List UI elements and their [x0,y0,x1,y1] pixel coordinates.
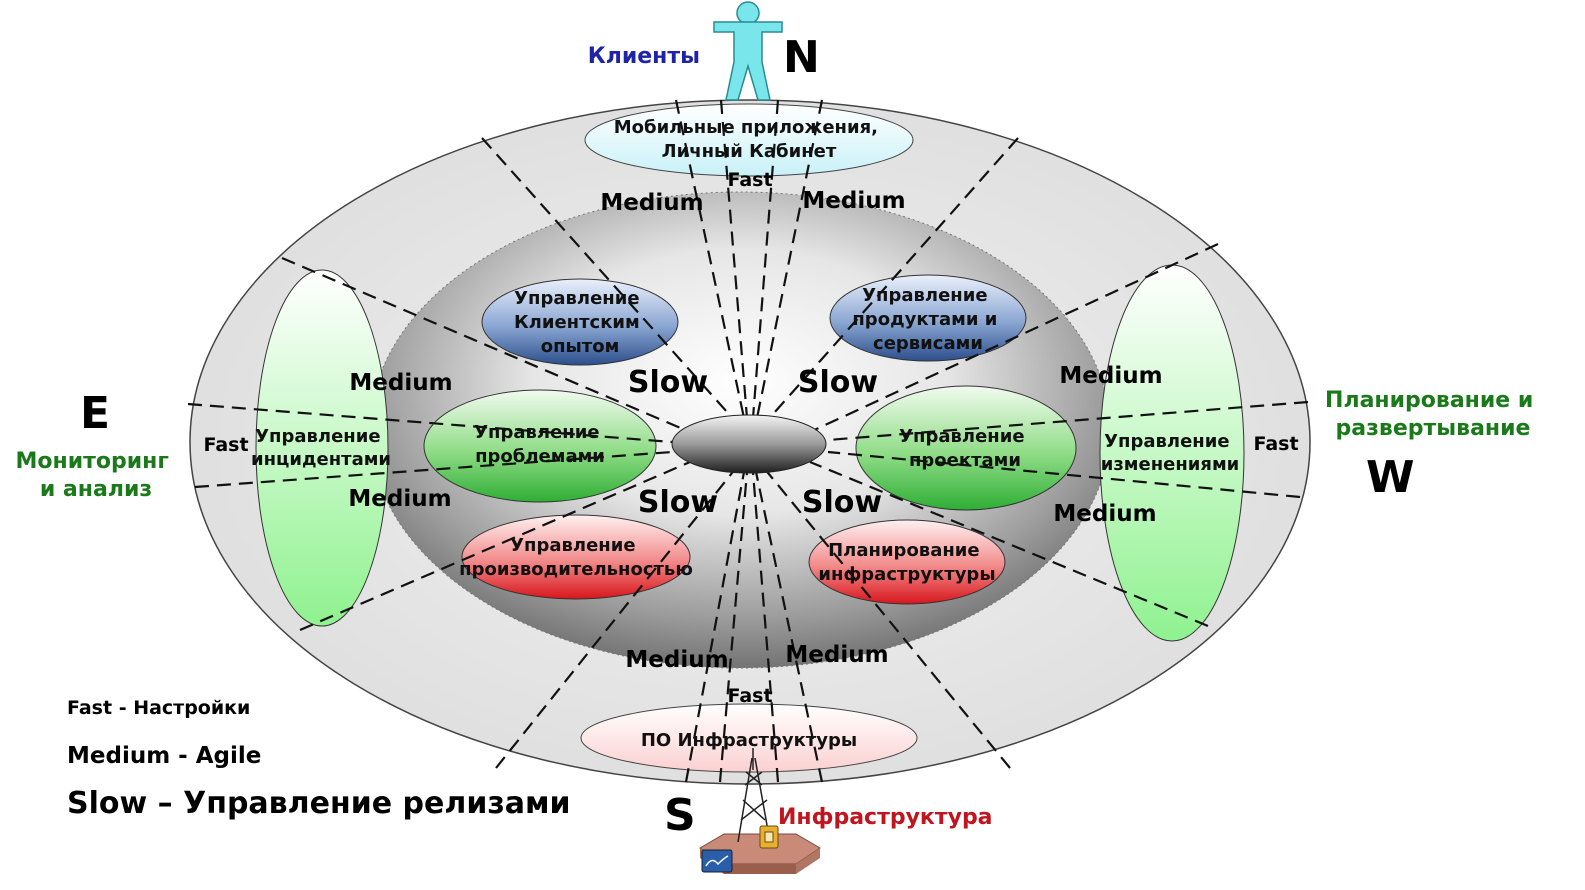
medium-label-left-lower: Medium [348,486,451,512]
slow-label-lower-left: Slow [638,485,718,520]
actor-monitoring: Мониторинг и анализ [15,449,176,502]
slow-label-lower-right: Slow [802,485,882,520]
person-icon [713,1,783,101]
fast-label-right: Fast [1253,433,1298,455]
right-oval-text: Управление изменениями [1101,431,1240,475]
oval-customer-experience [481,278,679,366]
medium-label-right-lower: Medium [1053,501,1156,527]
infra-planning-text: Планирование инфраструктуры [818,540,995,585]
oval-infra-planning [808,519,1006,605]
projects-text: Управление проектами [899,426,1031,471]
direction-s: S [664,790,696,841]
legend-slow: Slow – Управление релизами [67,786,571,821]
oval-performance [461,514,691,600]
medium-label-bottom-left: Medium [625,647,728,673]
actor-clients: Клиенты [588,44,700,69]
slow-label-upper-left: Slow [628,365,708,400]
right-side-oval [1099,264,1245,642]
legend-fast: Fast - Настройки [67,697,250,719]
medium-label-right-upper: Medium [1059,363,1162,389]
oval-problems [423,389,657,503]
actor-infrastructure: Инфраструктура [778,805,993,830]
actor-planning: Планирование и развертывание [1325,388,1541,441]
medium-label-top-left: Medium [600,190,703,216]
oval-products-services [829,274,1027,362]
customer-experience-text: Управление Клиентским опытом [514,288,646,357]
oval-projects [855,385,1077,511]
fast-label-top: Fast [727,169,772,191]
top-oval [584,103,914,177]
medium-label-left-upper: Medium [349,370,452,396]
direction-w: W [1366,452,1415,503]
direction-n: N [783,32,820,83]
left-oval-text: Управление инцидентами [251,426,391,470]
legend-medium: Medium - Agile [67,743,261,769]
problems-text: Управление проблемами [474,422,606,467]
center-hub [671,414,827,474]
fast-label-bottom: Fast [727,685,772,707]
direction-e: E [80,388,110,439]
performance-text: Управление производительностью [459,535,693,580]
left-side-oval [255,269,389,627]
bottom-oval-text: ПО Инфраструктуры [641,730,857,751]
products-services-text: Управление продуктами и сервисами [852,285,1003,354]
slow-label-upper-right: Slow [798,365,878,400]
medium-label-bottom-right: Medium [785,642,888,668]
top-oval-text: Мобильные приложения, Личный Кабинет [614,117,885,162]
fast-label-left: Fast [203,434,248,456]
medium-label-top-right: Medium [802,188,905,214]
radial-dashed-lines [187,99,1309,783]
tower-icon [699,748,821,874]
